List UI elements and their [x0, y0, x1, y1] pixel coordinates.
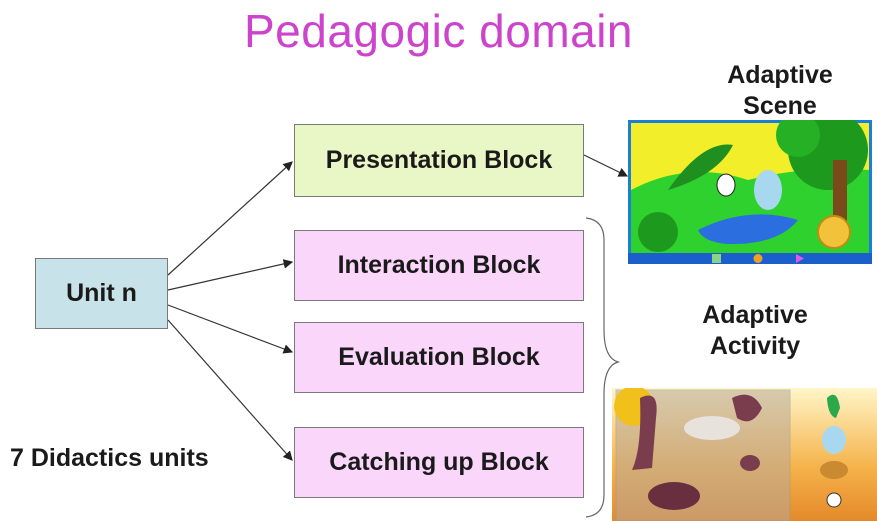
arrow-to-catching-up: [167, 319, 293, 461]
didactics-units-label: 7 Didactics units: [10, 444, 209, 472]
unit-node: Unit n: [35, 258, 168, 329]
adaptive-activity-line1: Adaptive: [702, 301, 808, 329]
interaction-block: Interaction Block: [294, 230, 584, 301]
activity-brace: [585, 217, 621, 518]
adaptive-activity-label: Adaptive Activity: [660, 300, 850, 362]
adaptive-scene-line1: Adaptive: [727, 61, 833, 89]
evaluation-block: Evaluation Block: [294, 322, 584, 393]
diagram-title: Pedagogic domain: [243, 5, 634, 57]
adaptive-scene-label: Adaptive Scene: [685, 60, 875, 122]
adaptive-activity-image: [612, 388, 877, 521]
adaptive-activity-line2: Activity: [709, 332, 801, 360]
adaptive-scene-image: [628, 120, 872, 264]
presentation-block: Presentation Block: [294, 124, 584, 197]
arrow-to-interaction: [167, 259, 294, 291]
arrow-to-evaluation: [167, 304, 294, 354]
arrow-to-presentation: [167, 161, 293, 276]
adaptive-scene-line2: Scene: [743, 92, 817, 120]
arrow-to-scene: [583, 154, 629, 177]
catching-up-block: Catching up Block: [294, 427, 584, 498]
